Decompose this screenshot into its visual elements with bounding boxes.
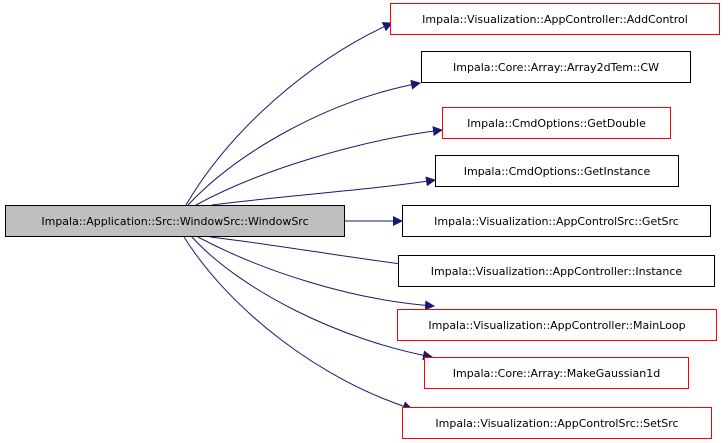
target-node-get-double[interactable]: Impala::CmdOptions::GetDouble [442, 107, 671, 139]
source-node-label: Impala::Application::Src::WindowSrc::Win… [41, 214, 309, 228]
target-node-label: Impala::CmdOptions::GetInstance [463, 164, 651, 178]
target-node-label: Impala::Core::Array::MakeGaussian1d [452, 366, 661, 380]
target-node-get-instance[interactable]: Impala::CmdOptions::GetInstance [435, 155, 679, 187]
target-node-cw[interactable]: Impala::Core::Array::Array2dTem::CW [421, 51, 691, 83]
call-edge-2 [187, 79, 421, 206]
call-edge-3 [195, 126, 443, 206]
call-edge-7 [197, 236, 435, 311]
target-node-set-src[interactable]: Impala::Visualization::AppControlSrc::Se… [402, 407, 712, 439]
target-node-instance[interactable]: Impala::Visualization::AppController::In… [398, 255, 715, 287]
target-node-get-src[interactable]: Impala::Visualization::AppControlSrc::Ge… [402, 205, 711, 237]
target-node-label: Impala::Visualization::AppControlSrc::Ge… [434, 214, 679, 228]
source-node: Impala::Application::Src::WindowSrc::Win… [5, 205, 345, 237]
target-node-label: Impala::Visualization::AppController::Ma… [428, 318, 686, 332]
target-node-add-control[interactable]: Impala::Visualization::AppController::Ad… [390, 3, 720, 35]
target-node-make-gaussian-1d[interactable]: Impala::Core::Array::MakeGaussian1d [424, 357, 689, 389]
call-edge-4 [211, 176, 436, 206]
target-node-label: Impala::Visualization::AppController::In… [430, 264, 683, 278]
target-node-main-loop[interactable]: Impala::Visualization::AppController::Ma… [397, 309, 717, 341]
target-node-label: Impala::Core::Array::Array2dTem::CW [453, 60, 659, 74]
target-node-label: Impala::Visualization::AppController::Ad… [422, 12, 688, 26]
call-edge-1 [185, 22, 393, 206]
call-edge-9 [183, 236, 413, 412]
target-node-label: Impala::Visualization::AppControlSrc::Se… [435, 416, 679, 430]
target-node-label: Impala::CmdOptions::GetDouble [467, 116, 646, 130]
call-edges [183, 22, 443, 412]
call-edge-8 [191, 236, 433, 361]
